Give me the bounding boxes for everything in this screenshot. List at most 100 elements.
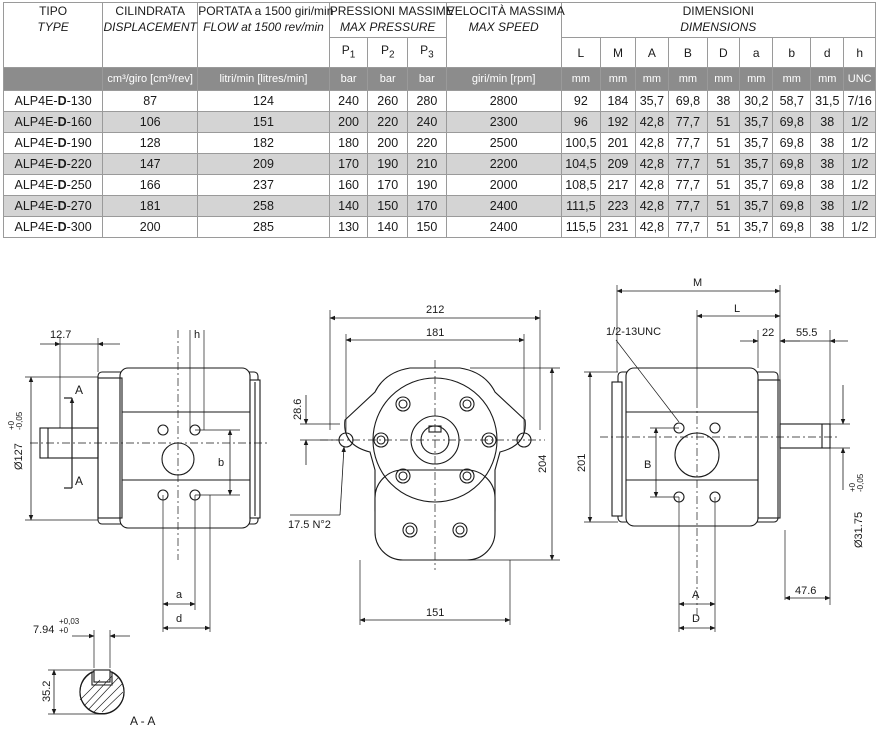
header-pressioni-label: PRESSIONI MASSIME [329,4,454,18]
unit-cilindrata: cm³/giro [cm³/rev] [102,67,199,92]
cell-d: 38 [810,195,845,218]
model-cell: ALP4E-D-300 [2,216,104,239]
p2-sub: 2 [388,49,395,61]
model-series: D [57,136,67,151]
header-portata: PORTATA a 1500 giri/min FLOW at 1500 rev… [197,1,334,69]
dim-22: 22 [762,327,774,339]
cell-a: 35,7 [739,111,774,134]
p3-base: P [420,43,429,57]
header-p2: P2 [367,36,409,69]
dim-127-tol-plus: +0 [7,420,16,430]
header-dim-b: b [772,36,812,69]
cell-h: 1/2 [843,195,876,218]
dim-A: A [692,589,700,601]
dim-L: L [734,303,740,315]
dim-B: B [644,459,651,471]
right-flange [757,379,781,519]
dim-28-6: 28.6 [292,399,304,420]
cell-h: 1/2 [843,153,876,176]
cell-d: 38 [810,111,845,134]
cell-A: 35,7 [634,90,670,113]
p1-base: P [341,43,350,57]
header-type-label: TYPE [37,20,69,34]
cell-p3: 150 [407,216,447,239]
dim-201: 201 [576,454,588,472]
dim-7-94-tol-plus: +0,03 [59,617,80,626]
model-cell: ALP4E-D-160 [2,111,104,134]
section-labels: 7.94 +0,03 +0 35.2 A - A [33,617,155,728]
cell-speed: 2200 [445,153,562,176]
cell-p1: 170 [328,153,369,176]
model-series: D [57,199,67,214]
cell-M: 184 [600,90,636,113]
model-series: D [57,94,67,109]
right-view-labels: M L 1/2-13UNC 22 55.5 201 B A D 47.6 Ø31… [576,277,865,625]
unit-B: mm [668,67,708,92]
unit-A: mm [634,67,670,92]
header-dimensioni-label: DIMENSIONI [682,4,754,18]
cell-p3: 240 [407,111,447,134]
section-caption: A - A [130,714,155,728]
dim-diameter-31-75: Ø31.75 [853,512,865,548]
model-suffix: -130 [66,94,92,109]
unit-velocita: giri/min [rpm] [445,67,562,92]
unit-d: mm [810,67,845,92]
model-series: D [57,220,67,235]
header-dim-a: a [739,36,774,69]
cell-p2: 170 [367,174,409,197]
header-portata-label: PORTATA a 1500 giri/min [198,4,334,18]
dim-M: M [693,277,702,289]
dim-204: 204 [537,455,549,473]
dim-31-75-tol-plus: +0 [848,482,857,492]
header-dim-D: D [706,36,741,69]
cell-a: 35,7 [739,195,774,218]
dim-212: 212 [426,304,444,316]
dim-7-94: 7.94 [33,624,54,636]
cell-p2: 140 [367,216,409,239]
dim-181: 181 [426,327,444,339]
model-prefix: ALP4E- [14,115,58,130]
cell-p1: 200 [328,111,369,134]
dim-7-94-tol-minus: +0 [59,626,69,635]
dim-a: a [176,589,183,601]
header-dim-A: A [634,36,670,69]
front-view-center [290,310,560,625]
model-cell: ALP4E-D-220 [2,153,104,176]
model-prefix: ALP4E- [14,178,58,193]
model-suffix: -190 [66,136,92,151]
header-velocita-label: VELOCITÀ MASSIMA [446,4,565,18]
section-a-a [48,630,130,715]
header-displacement-label: DISPLACEMENT [103,20,197,34]
cell-A: 42,8 [634,111,670,134]
side-view-left [25,330,270,632]
header-p3: P3 [407,36,447,69]
cell-L: 108,5 [560,174,602,197]
model-prefix: ALP4E- [14,94,58,109]
unit-h: UNC [843,67,876,92]
cell-b: 69,8 [772,111,812,134]
dim-d: d [176,613,182,625]
cell-speed: 2000 [445,174,562,197]
model-prefix: ALP4E- [14,157,58,172]
cell-D: 51 [706,111,741,134]
cell-p3: 170 [407,195,447,218]
header-dim-d: d [810,36,845,69]
cell-a: 35,7 [739,132,774,155]
cell-M: 231 [600,216,636,239]
dim-55-5: 55.5 [796,327,817,339]
cell-p3: 210 [407,153,447,176]
cell-D: 51 [706,132,741,155]
model-suffix: -160 [66,115,92,130]
dim-holes-17-5: 17.5 N°2 [288,519,331,531]
p2-base: P [380,43,389,57]
cell-D: 38 [706,90,741,113]
cell-p2: 190 [367,153,409,176]
spec-table: TIPO TYPE CILINDRATA DISPLACEMENT PORTAT… [2,1,877,239]
header-dim-h: h [843,36,876,69]
dim-b: b [218,457,224,469]
model-suffix: -220 [66,157,92,172]
